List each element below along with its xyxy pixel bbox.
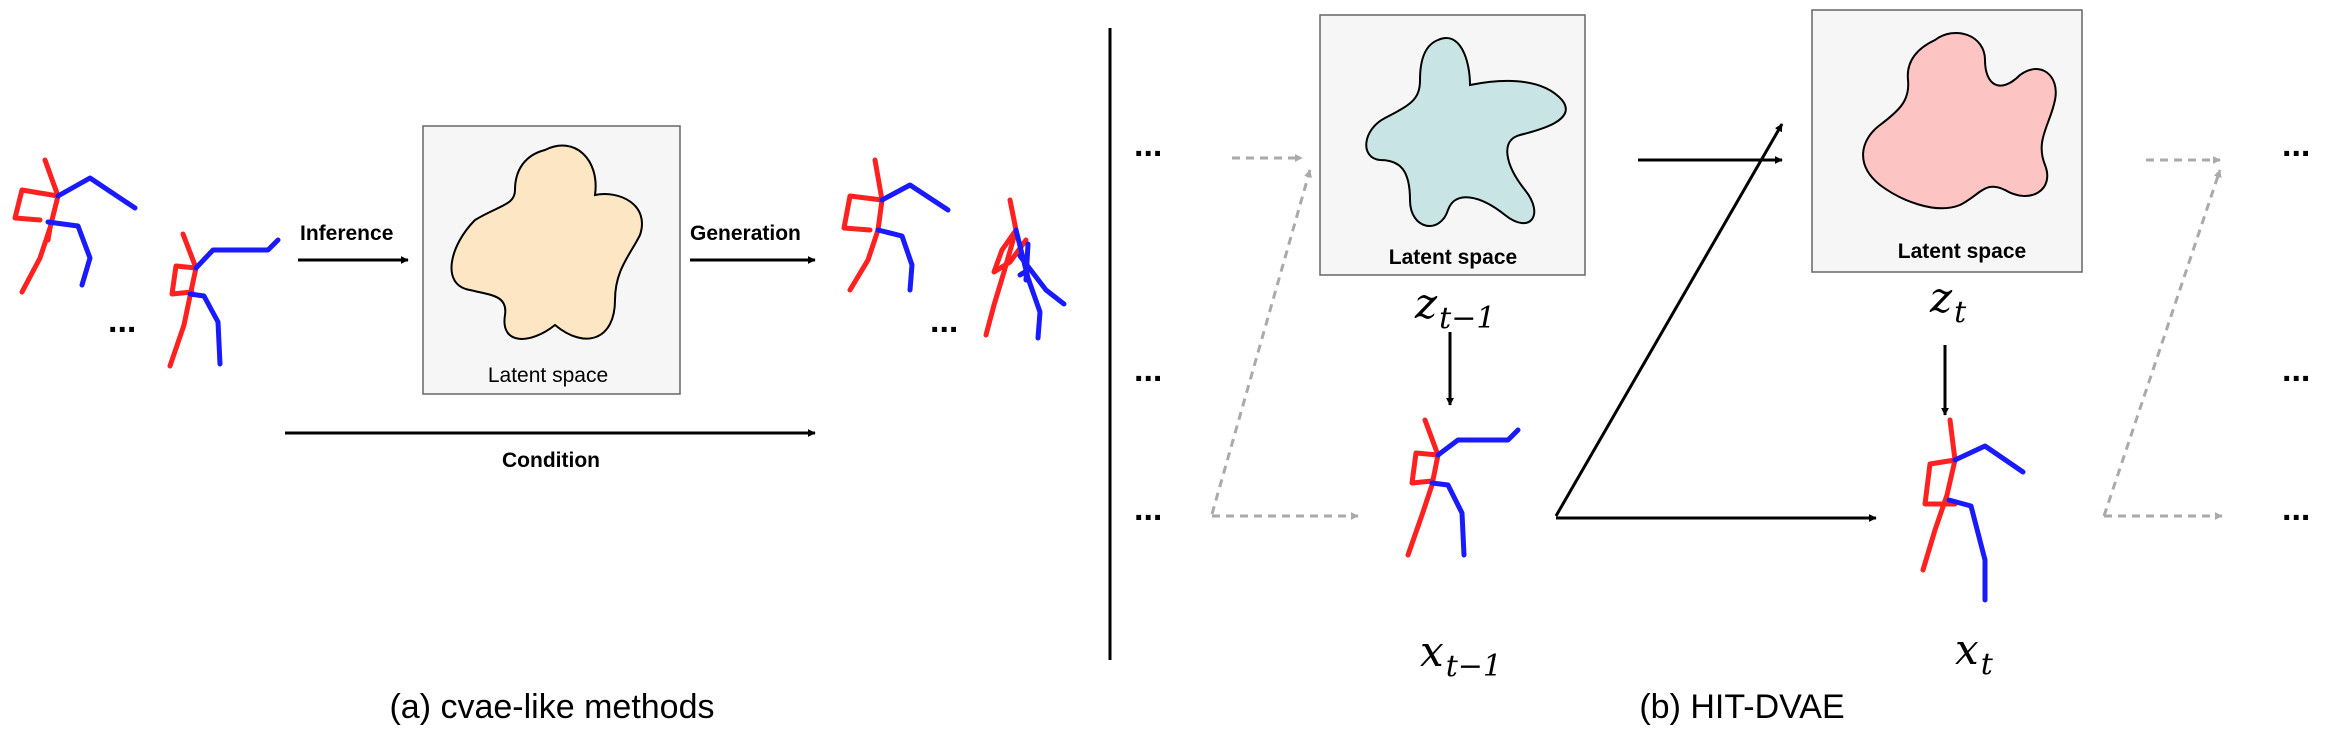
- output-skeleton-2: [983, 197, 1067, 341]
- skeleton-x-curr: [1920, 417, 2026, 603]
- output-ellipsis: ...: [930, 302, 958, 340]
- ellipsis-right-bottom: ...: [2282, 490, 2310, 528]
- caption-b: (b) HIT-DVAE: [1639, 688, 1844, 726]
- latent-label-prev: Latent space: [1389, 246, 1517, 269]
- panel-b: ... ... ... Latent space zt−1 xt−1 Laten…: [1134, 9, 2310, 726]
- z-curr-label: zt: [1929, 273, 1967, 330]
- skeleton-x-prev: [1405, 417, 1521, 558]
- x-curr-label: xt: [1955, 625, 1994, 682]
- caption-a: (a) cvae-like methods: [389, 688, 714, 726]
- ellipsis-right-mid: ...: [2282, 351, 2310, 389]
- latent-blob-cvae: [450, 144, 643, 340]
- latent-label-cvae: Latent space: [488, 364, 608, 387]
- ellipsis-right-top: ...: [2282, 126, 2310, 164]
- panel-a: ... Inference Latent space Generation Co…: [15, 125, 1067, 726]
- latent-label-curr: Latent space: [1898, 240, 2026, 263]
- condition-label: Condition: [502, 449, 600, 472]
- dashed-arrow-diagonal-right: [2102, 169, 2222, 517]
- inference-label: Inference: [300, 222, 393, 245]
- output-skeleton-1: [841, 157, 951, 293]
- generation-label: Generation: [690, 222, 801, 245]
- input-skeleton-1: [15, 160, 135, 292]
- ellipsis-left-bottom: ...: [1134, 490, 1162, 528]
- latent-blob-curr: [1862, 31, 2057, 210]
- x-prev-label: xt−1: [1420, 627, 1502, 684]
- arrow-x-prev-to-z-curr: [1554, 123, 1784, 517]
- latent-blob-prev: [1365, 37, 1567, 227]
- input-skeleton-2: [170, 234, 278, 366]
- z-prev-label: zt−1: [1414, 279, 1495, 336]
- input-ellipsis: ...: [108, 302, 136, 340]
- ellipsis-left-top: ...: [1134, 126, 1162, 164]
- dashed-arrow-diagonal-left: [1210, 169, 1312, 515]
- ellipsis-left-mid: ...: [1134, 351, 1162, 389]
